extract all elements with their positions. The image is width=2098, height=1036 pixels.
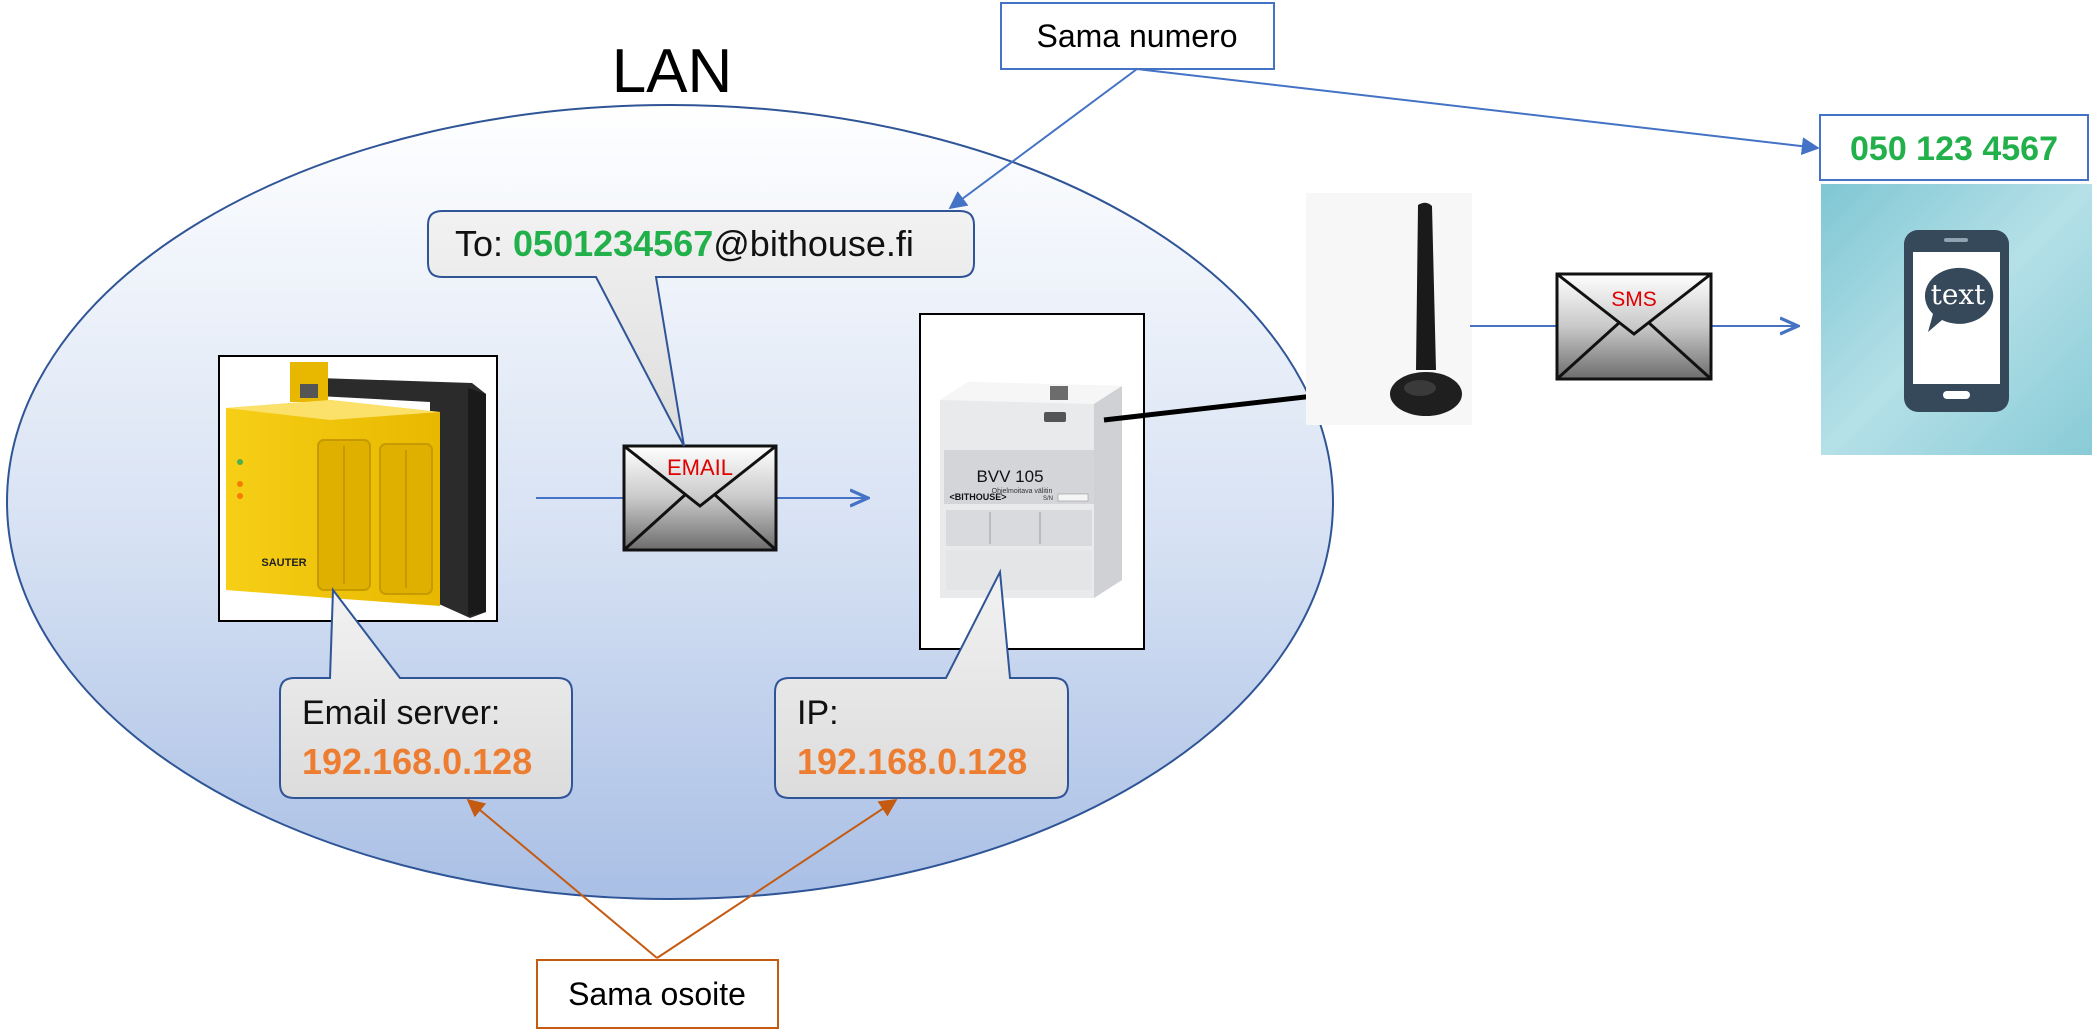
same-address-to-server-arrow (466, 798, 658, 959)
email-address-text: To: 0501234567@bithouse.fi (455, 223, 914, 264)
email-address-prefix: To: (455, 223, 513, 264)
device-serial-label: S/N (1043, 496, 1053, 502)
phone-number-box (1819, 114, 2089, 181)
phone-screen-text: text (1931, 278, 1987, 311)
email-address-domain: @bithouse.fi (713, 223, 914, 264)
same-address-to-device-arrow (656, 799, 898, 959)
email-envelope-icon: EMAIL (622, 444, 778, 552)
same-address-label: Sama osoite (568, 976, 746, 1012)
bvv105-device-image: BVV 105 Ohjelmoitava välitin <BITHOUSE> … (919, 313, 1145, 650)
phone-image: text (1821, 184, 2092, 455)
sauter-controller-image: SAUTER (218, 355, 498, 622)
device-subtitle: Ohjelmoitava välitin (992, 488, 1053, 495)
same-number-to-email-arrow (948, 68, 1138, 210)
device-brand: <BITHOUSE> (949, 492, 1006, 502)
email-server-ip: 192.168.0.128 (302, 741, 532, 782)
email-server-label: Email server: (302, 694, 500, 732)
antenna-image (1306, 193, 1472, 425)
email-envelope-label: EMAIL (667, 455, 733, 480)
same-number-box (1000, 2, 1275, 70)
same-number-label: Sama numero (1037, 18, 1238, 54)
email-address-bubble (427, 210, 975, 447)
device-ip-label: IP: (797, 694, 839, 732)
sms-envelope-label: SMS (1611, 288, 1657, 311)
email-server-bubble (279, 587, 573, 799)
device-ip-bubble (774, 568, 1069, 799)
sms-envelope-icon: SMS (1555, 272, 1713, 381)
same-address-box (536, 959, 779, 1029)
phone-number: 050 123 4567 (1850, 130, 2058, 168)
controller-brand: SAUTER (261, 557, 306, 569)
device-ip-value: 192.168.0.128 (797, 741, 1027, 782)
device-model: BVV 105 (976, 467, 1043, 486)
lan-label: LAN (612, 37, 733, 106)
same-number-to-phone-arrow (1136, 68, 1820, 156)
email-address-number: 0501234567 (513, 223, 713, 264)
